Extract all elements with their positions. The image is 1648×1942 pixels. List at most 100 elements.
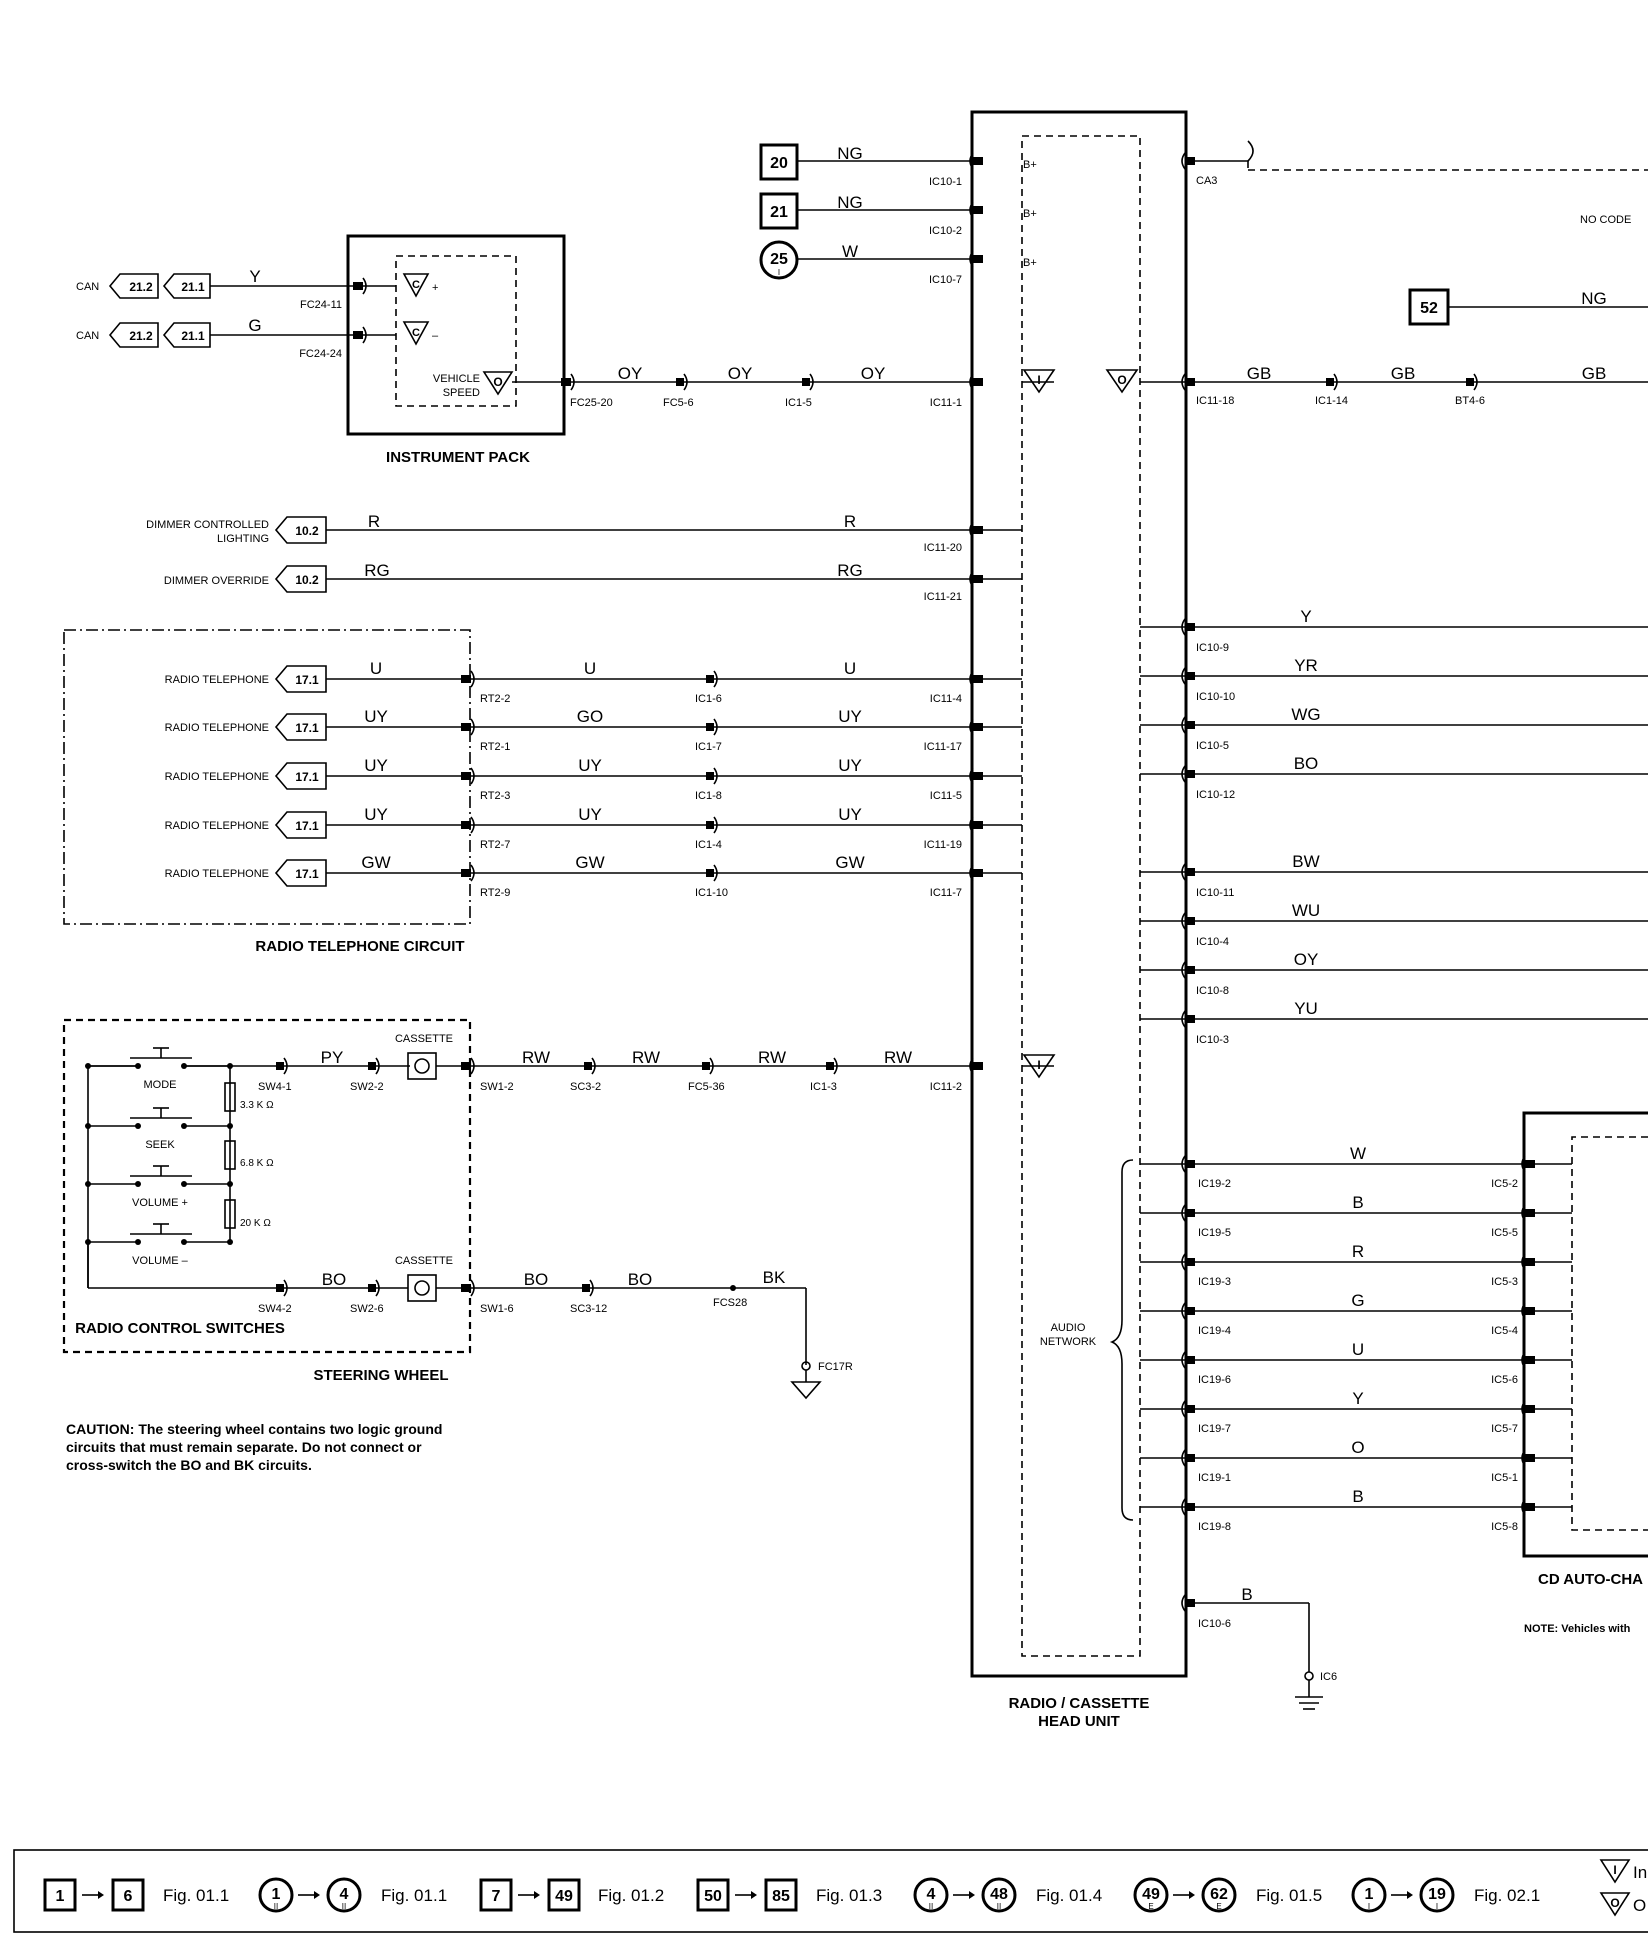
connector-socket bbox=[969, 570, 974, 588]
connector-pin bbox=[973, 821, 983, 829]
svg-text:IC11-21: IC11-21 bbox=[924, 591, 962, 603]
bplus-1: B+ bbox=[1023, 159, 1037, 171]
legend-square bbox=[547, 1878, 581, 1912]
svg-text:LIGHTING: LIGHTING bbox=[217, 533, 269, 545]
legend-number: 4 bbox=[340, 1886, 349, 1903]
connector-pin bbox=[973, 575, 983, 583]
ref-label: 17.1 bbox=[295, 819, 319, 833]
connector-label: IC5-1 bbox=[1491, 1472, 1518, 1484]
connector-label: IC1-10 bbox=[695, 887, 728, 899]
connector-socket bbox=[1521, 1400, 1526, 1418]
svg-text:NOTE: Vehicles with: NOTE: Vehicles with bbox=[1524, 1623, 1631, 1635]
connector-socket bbox=[1521, 1253, 1526, 1271]
instrument-pack: INSTRUMENT PACK C + C – VEHICLE SPEED O bbox=[346, 234, 566, 466]
svg-text:BO: BO bbox=[524, 1270, 549, 1289]
connector-label: IC10-4 bbox=[1196, 936, 1229, 948]
connector-label: IC19-6 bbox=[1198, 1374, 1231, 1386]
svg-text:BT4-6: BT4-6 bbox=[1455, 395, 1485, 407]
input-triangle-icon bbox=[1022, 369, 1056, 394]
connector-label: RT2-1 bbox=[480, 741, 510, 753]
connector-socket bbox=[1181, 1155, 1186, 1173]
legend-sub: E bbox=[1216, 1902, 1221, 1911]
wire-label: R bbox=[1352, 1242, 1364, 1261]
connector-pin bbox=[973, 378, 983, 386]
connector-pin bbox=[1185, 1160, 1195, 1168]
wire-label: WG bbox=[1291, 705, 1320, 724]
svg-text:52: 52 bbox=[1420, 300, 1438, 317]
svg-text:FC24-11: FC24-11 bbox=[300, 299, 342, 311]
legend-number: 19 bbox=[1428, 1886, 1446, 1903]
legend-circle bbox=[981, 1877, 1017, 1913]
connector-socket bbox=[969, 718, 974, 736]
inline-connector-socket bbox=[683, 373, 688, 391]
connector-socket bbox=[1521, 1302, 1526, 1320]
svg-text:SW2-2: SW2-2 bbox=[350, 1081, 384, 1093]
switch-label: MODE bbox=[144, 1079, 177, 1091]
can-lines: CAN 21.2 21.1 Y FC24-11 CAN 21.2 21.1 G … bbox=[76, 267, 396, 360]
svg-text:CAUTION: The steering wheel co: CAUTION: The steering wheel contains two… bbox=[66, 1421, 442, 1437]
connector-label: RT2-9 bbox=[480, 887, 510, 899]
bplus-2: B+ bbox=[1023, 208, 1037, 220]
svg-text:FCS28: FCS28 bbox=[713, 1297, 747, 1309]
connector-socket bbox=[1521, 1155, 1526, 1173]
connector-pin bbox=[1185, 1405, 1195, 1413]
cassette-contact-icon bbox=[407, 1274, 437, 1302]
wire-label: UY bbox=[838, 805, 862, 824]
svg-text:+: + bbox=[432, 282, 438, 294]
connector-pin bbox=[973, 255, 983, 263]
connector-socket bbox=[1521, 1449, 1526, 1467]
svg-text:GB: GB bbox=[1582, 364, 1607, 383]
can-triangle-icon bbox=[402, 273, 430, 298]
legend-number: 6 bbox=[124, 1888, 133, 1905]
legend-number: 85 bbox=[772, 1888, 790, 1905]
svg-text:NO CODE: NO CODE bbox=[1580, 214, 1631, 226]
svg-text:SC3-12: SC3-12 bbox=[570, 1303, 607, 1315]
wire-label: B bbox=[1352, 1193, 1363, 1212]
connector-pin bbox=[1525, 1356, 1535, 1364]
svg-text:AUDIO: AUDIO bbox=[1051, 1322, 1086, 1334]
legend-number: 49 bbox=[1142, 1886, 1160, 1903]
connector-pin bbox=[461, 772, 471, 780]
legend-circle bbox=[326, 1877, 362, 1913]
connector-socket bbox=[969, 201, 974, 219]
svg-text:R: R bbox=[368, 512, 380, 531]
legend-number: 1 bbox=[56, 1888, 65, 1905]
wire-label: UY bbox=[364, 805, 388, 824]
svg-text:Y: Y bbox=[249, 267, 260, 286]
connector-socket bbox=[969, 864, 974, 882]
svg-text:FC5-6: FC5-6 bbox=[663, 397, 694, 409]
svg-text:CAN: CAN bbox=[76, 281, 99, 293]
legend-square bbox=[479, 1878, 513, 1912]
svg-text:SW4-2: SW4-2 bbox=[258, 1303, 292, 1315]
connector-label: IC10-3 bbox=[1196, 1034, 1229, 1046]
svg-text:FC17R: FC17R bbox=[818, 1361, 853, 1373]
connector-pin bbox=[973, 869, 983, 877]
connector-socket bbox=[570, 373, 575, 391]
svg-text:O: O bbox=[1633, 1896, 1646, 1915]
connector-pin bbox=[973, 526, 983, 534]
svg-text:RADIO CONTROL SWITCHES: RADIO CONTROL SWITCHES bbox=[75, 1320, 285, 1337]
radio-telephone-label: RADIO TELEPHONE bbox=[165, 868, 269, 880]
wire-label: UY bbox=[578, 805, 602, 824]
svg-text:RG: RG bbox=[364, 561, 390, 580]
svg-text:RW: RW bbox=[884, 1048, 912, 1067]
svg-text:CA3: CA3 bbox=[1196, 175, 1217, 187]
svg-text:GB: GB bbox=[1247, 364, 1272, 383]
head-unit-label-1: RADIO / CASSETTE bbox=[1009, 1695, 1150, 1712]
svg-text:SW1-6: SW1-6 bbox=[480, 1303, 514, 1315]
wire-label: GW bbox=[361, 853, 390, 872]
connector-pin bbox=[1525, 1454, 1535, 1462]
wire-label: U bbox=[1352, 1340, 1364, 1359]
connector-pin bbox=[461, 821, 471, 829]
connector-pin bbox=[1185, 1454, 1195, 1462]
legend-number: 62 bbox=[1210, 1886, 1228, 1903]
ground-icon bbox=[790, 1381, 822, 1400]
legend-number: 50 bbox=[704, 1888, 722, 1905]
switch-label: VOLUME + bbox=[132, 1197, 188, 1209]
legend-circle bbox=[1351, 1877, 1387, 1913]
svg-text:cross-switch the BO and BK cir: cross-switch the BO and BK circuits. bbox=[66, 1457, 312, 1473]
legend-sub: II bbox=[997, 1902, 1001, 1911]
ref-label: 17.1 bbox=[295, 770, 319, 784]
legend-number: 49 bbox=[555, 1888, 573, 1905]
legend-circle bbox=[1419, 1877, 1455, 1913]
